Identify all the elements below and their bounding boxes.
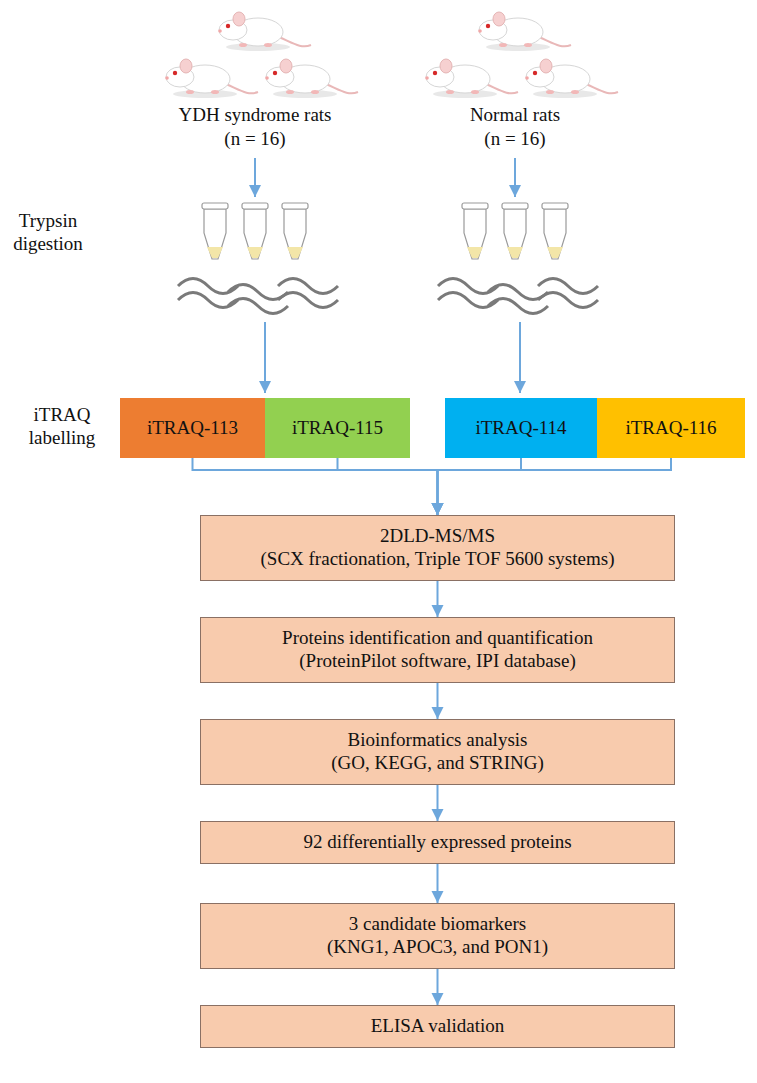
flow-arrow: [437, 683, 439, 719]
process-box: ELISA validation: [200, 1005, 675, 1048]
node-heading: Proteins identification and quantificati…: [215, 627, 660, 650]
process-box: 92 differentially expressed proteins: [200, 821, 675, 864]
node-heading: 92 differentially expressed proteins: [215, 831, 660, 854]
label-band: iTRAQ-116: [597, 398, 745, 458]
node-heading: 2DLD-MS/MS: [215, 525, 660, 548]
label-band: iTRAQ-114: [445, 398, 597, 458]
node-detail: (GO, KEGG, and STRING): [215, 752, 660, 775]
process-box: Proteins identification and quantificati…: [200, 617, 675, 683]
flow-arrow: [437, 581, 439, 617]
group-label: Normal rats: [415, 104, 615, 127]
peptide-wave: [278, 279, 338, 308]
node-detail: (KNG1, APOC3, and PON1): [215, 936, 660, 959]
tube-figure: [242, 203, 268, 259]
tube-figure: [542, 203, 568, 259]
flow-arrow: [437, 969, 439, 1005]
flow-arrow: [437, 785, 439, 821]
flow-arrow: [193, 458, 438, 515]
sample-size: (n = 16): [415, 128, 615, 151]
label-band: iTRAQ-115: [265, 398, 410, 458]
tube-figure: [202, 203, 228, 259]
peptide-wave: [538, 279, 598, 308]
process-box: Bioinformatics analysis(GO, KEGG, and ST…: [200, 719, 675, 785]
flow-arrow: [438, 458, 522, 515]
node-heading: ELISA validation: [215, 1015, 660, 1038]
rat-figure: [525, 59, 618, 98]
rat-figure: [165, 59, 258, 98]
rat-figure: [265, 59, 358, 98]
process-box: 2DLD-MS/MS(SCX fractionation, Triple TOF…: [200, 515, 675, 581]
flow-arrow: [437, 864, 439, 903]
tube-figure: [282, 203, 308, 259]
flow-arrow: [264, 322, 266, 393]
node-heading: iTRAQ-113: [147, 417, 238, 440]
rat-figure: [478, 12, 571, 51]
flow-arrow: [438, 458, 672, 515]
flow-arrow: [254, 158, 256, 197]
process-box: 3 candidate biomarkers(KNG1, APOC3, and …: [200, 903, 675, 969]
tube-figure: [502, 203, 528, 259]
rat-figure: [425, 59, 518, 98]
flow-arrow: [514, 158, 516, 197]
node-detail: (SCX fractionation, Triple TOF 5600 syst…: [215, 548, 660, 571]
step-label: iTRAQ labelling: [14, 404, 110, 450]
node-heading: iTRAQ-116: [625, 417, 716, 440]
node-heading: iTRAQ-115: [292, 417, 383, 440]
rat-figure: [218, 12, 311, 51]
node-heading: iTRAQ-114: [475, 417, 566, 440]
sample-size: (n = 16): [155, 128, 355, 151]
node-detail: (ProteinPilot software, IPI database): [215, 650, 660, 673]
tube-figure: [462, 203, 488, 259]
group-label: YDH syndrome rats: [155, 104, 355, 127]
label-band: iTRAQ-113: [120, 398, 265, 458]
step-label: Trypsin digestion: [2, 210, 94, 256]
flow-arrow: [519, 322, 521, 393]
node-heading: Bioinformatics analysis: [215, 729, 660, 752]
node-heading: 3 candidate biomarkers: [215, 913, 660, 936]
flow-arrow: [338, 458, 438, 515]
